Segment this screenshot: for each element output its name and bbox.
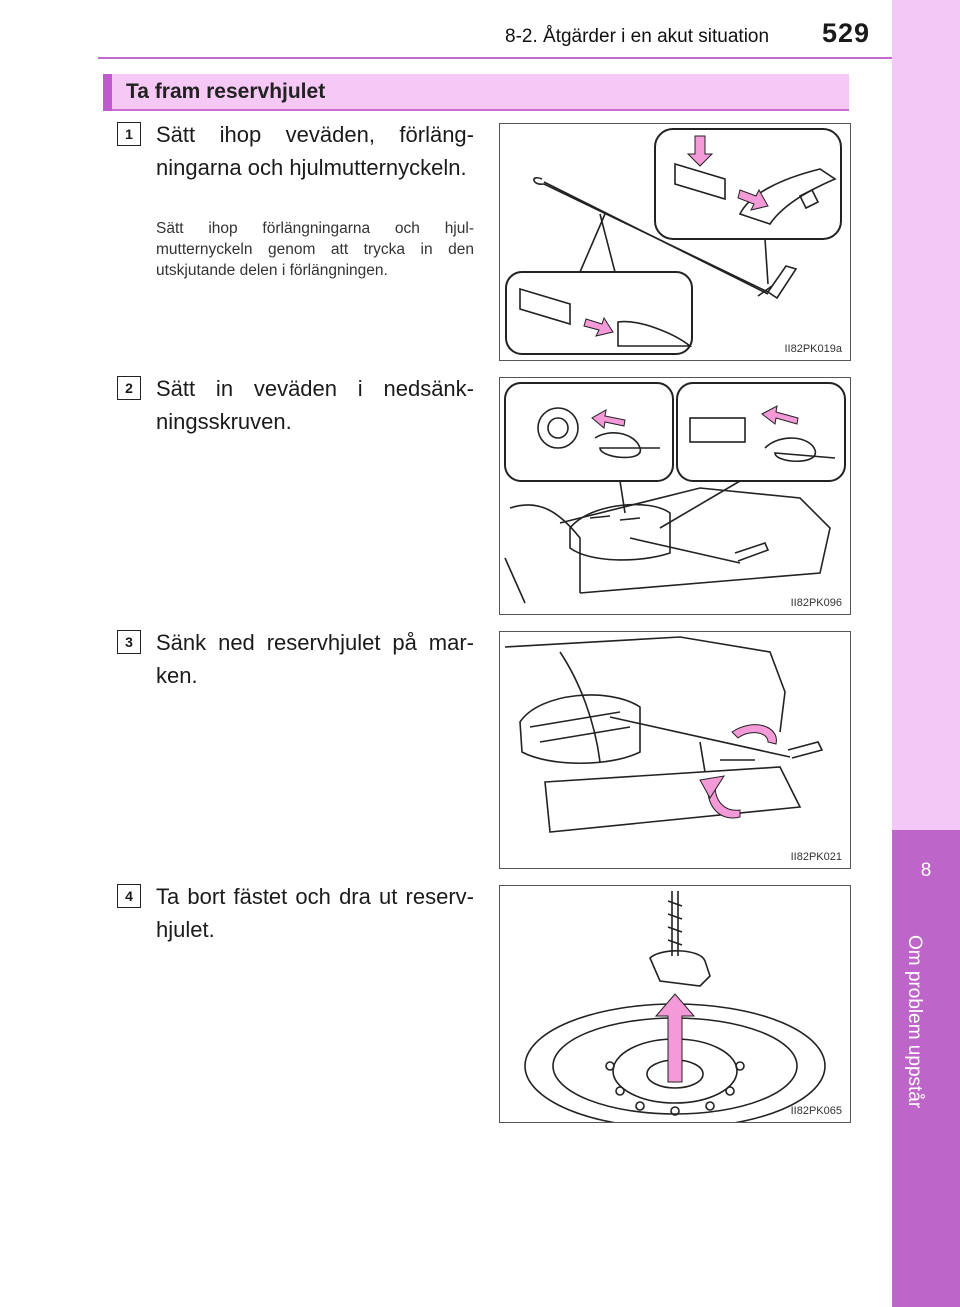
insert-illustration [504,382,846,604]
step-note-1: Sätt ihop förlängningarna och hjul­mutte… [156,220,474,279]
step-text-4: Ta bort fästet och dra ut reserv­hjulet. [156,884,474,942]
chapter-tab[interactable] [892,830,960,1307]
step-number-4: 4 [117,884,141,908]
step-number-3: 3 [117,630,141,654]
section-title: Ta fram reservhjulet [126,80,326,103]
step-text-3: Sänk ned reservhjulet på mar­ken. [156,630,474,688]
chapter-number: 8 [920,860,932,881]
figure-code-1: II82PK019a [784,343,843,355]
figure-remove-spare-wheel: II82PK065 [499,885,851,1123]
figure-code-4: II82PK065 [790,1105,842,1117]
section-title-bar: Ta fram reservhjulet [103,74,849,111]
remove-illustration [524,891,826,1122]
figure-code-2: II82PK096 [790,597,842,609]
page-number: 529 [822,18,871,48]
chapter-title: Om problem uppstår [904,935,925,1109]
lower-illustration [504,636,824,833]
figure-assemble-jack-handle: II82PK019a [499,123,851,361]
step-number-1: 1 [117,122,141,146]
step-number-2: 2 [117,376,141,400]
figure-code-3: II82PK021 [790,851,842,863]
figure-lower-spare-wheel: II82PK021 [499,631,851,869]
step-text-1: Sätt ihop veväden, förläng­ningarna och … [156,122,474,180]
step-text-2: Sätt in veväden i nedsänk­ningsskruven. [156,376,474,434]
header-rule [98,57,892,59]
running-header: 8-2. Åtgärder i en akut situation [505,26,770,47]
side-tab-background [892,0,960,830]
figure-insert-jack-handle: II82PK096 [499,377,851,615]
assembly-illustration [505,128,842,355]
